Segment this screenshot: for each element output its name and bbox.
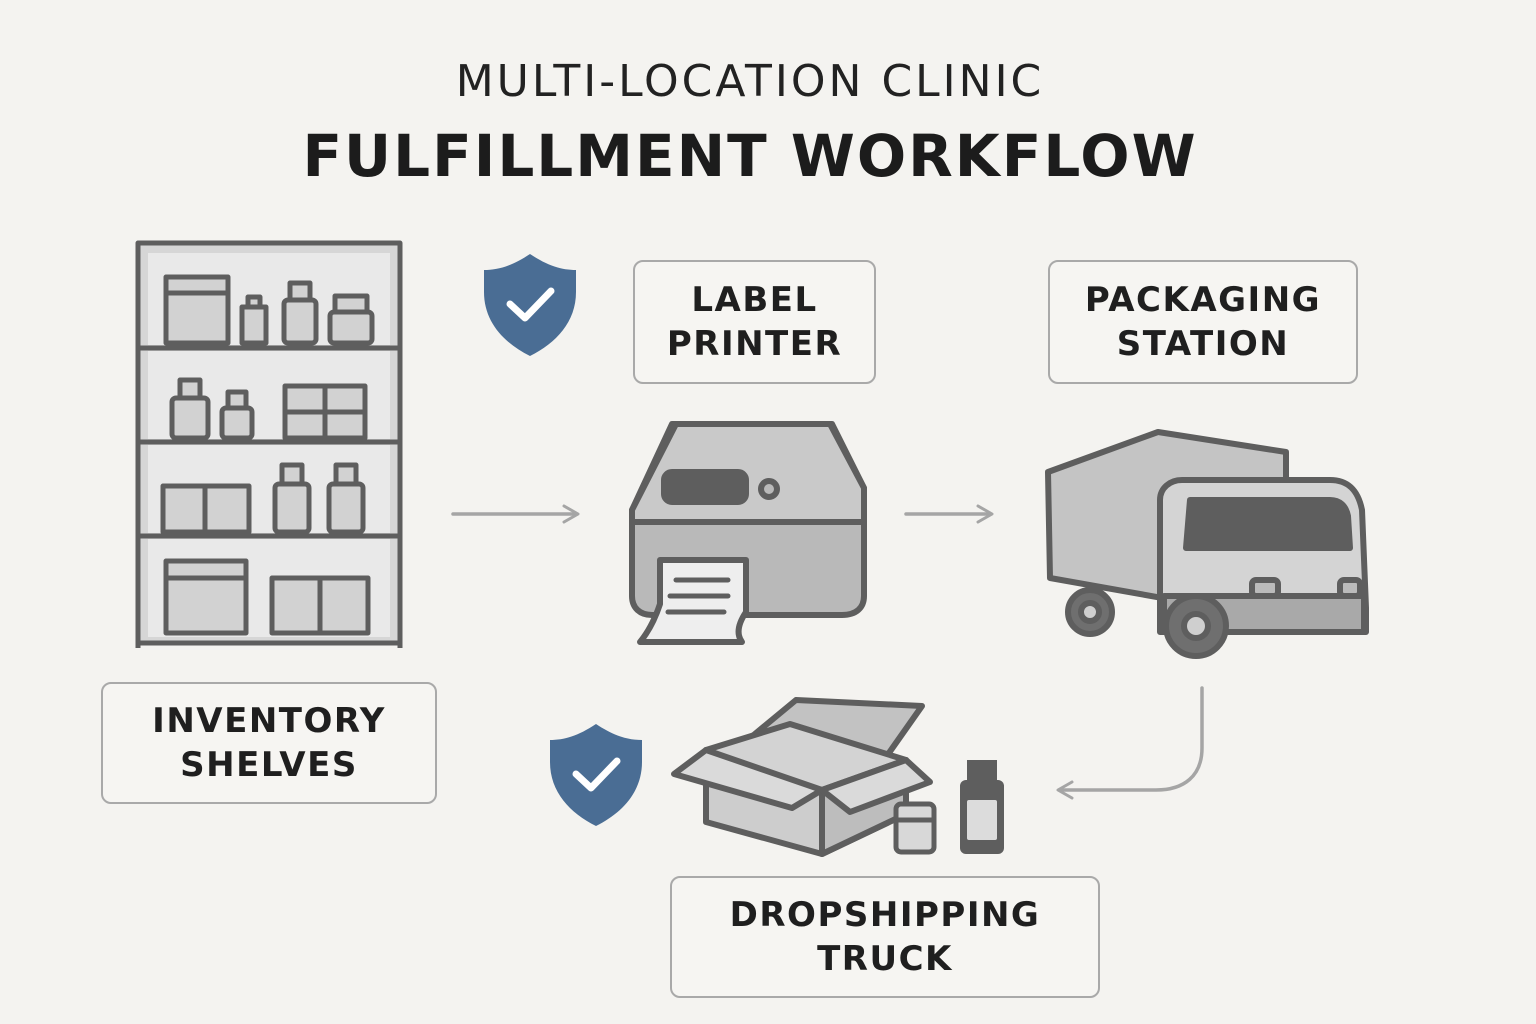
label-printer-icon <box>629 421 867 645</box>
label-printer-label-line1: LABEL <box>691 280 818 320</box>
packaging-station-label-line2: STATION <box>1116 324 1290 364</box>
shelf-icon <box>135 240 403 648</box>
packaging-station-label-line1: PACKAGING <box>1084 280 1322 320</box>
truck-icon <box>1045 429 1369 659</box>
open-box-icon <box>671 697 933 857</box>
jar-icon <box>893 801 937 855</box>
dropshipping-truck-label-line1: DROPSHIPPING <box>729 895 1041 935</box>
diagram-title: FULFILLMENT WORKFLOW <box>302 122 1198 190</box>
shield-check-icon <box>550 724 642 826</box>
packaging-station-box: PACKAGING STATION <box>1048 260 1358 384</box>
label-printer-box: LABEL PRINTER <box>633 260 876 384</box>
arrow-icon <box>1056 686 1204 800</box>
dropshipping-truck-label-line2: TRUCK <box>817 939 953 979</box>
dropshipping-truck-box: DROPSHIPPING TRUCK <box>670 876 1100 998</box>
label-printer-label-line2: PRINTER <box>666 324 843 364</box>
shield-check-icon <box>484 254 576 356</box>
inventory-shelves-box: INVENTORY SHELVES <box>101 682 437 804</box>
bottle-icon <box>960 760 1004 854</box>
diagram-subtitle: MULTI-LOCATION CLINIC <box>455 56 1045 107</box>
inventory-shelves-label-line2: SHELVES <box>180 745 358 785</box>
inventory-shelves-label-line1: INVENTORY <box>152 701 386 741</box>
